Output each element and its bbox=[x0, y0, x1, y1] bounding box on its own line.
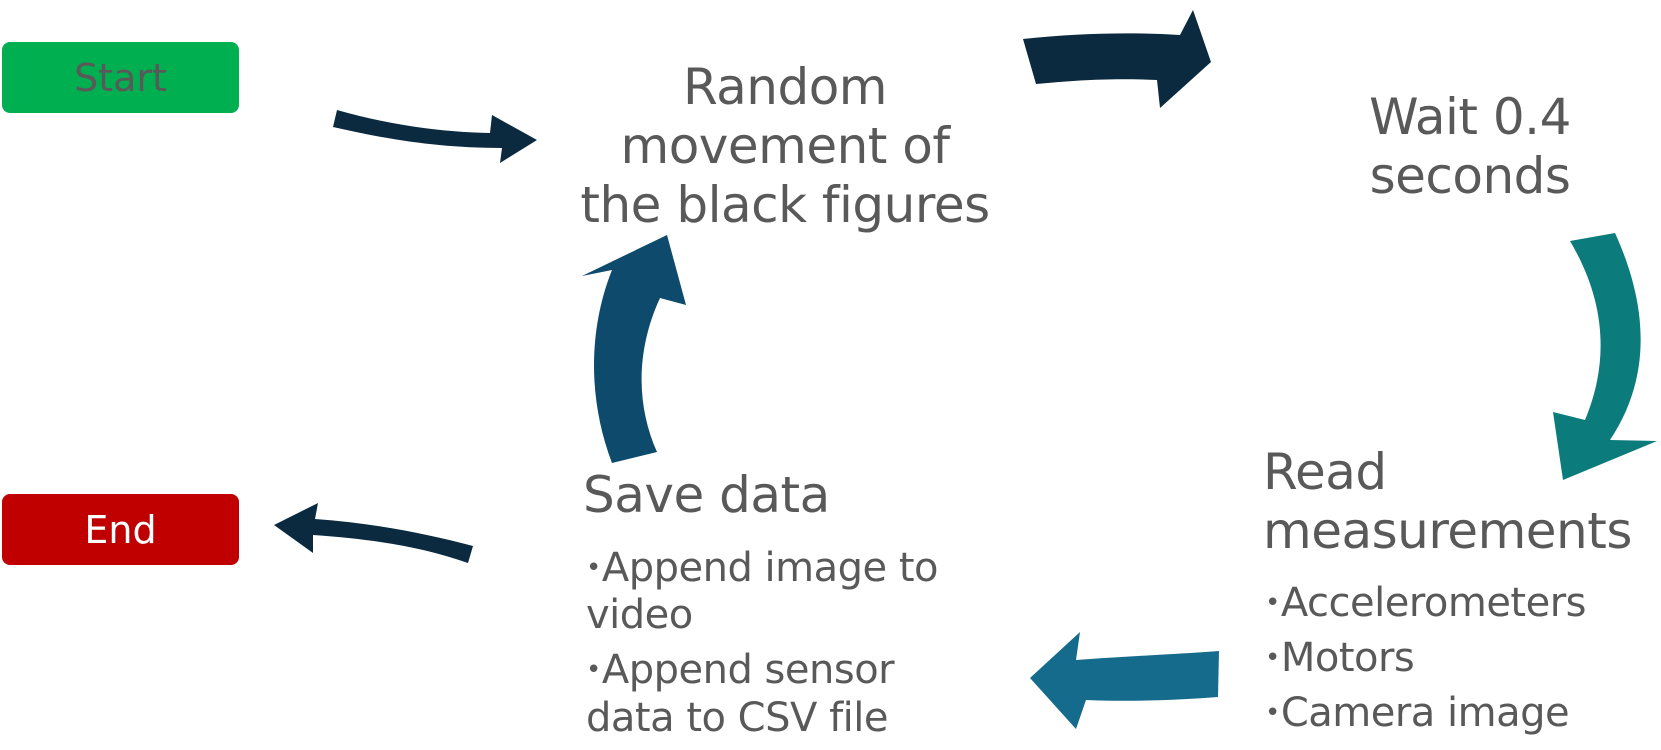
step-title: Save data bbox=[583, 466, 830, 524]
bullet-mark: • bbox=[1265, 643, 1280, 674]
bullet-mark: • bbox=[1265, 588, 1280, 618]
end-label: End bbox=[84, 507, 157, 552]
arrow-read-to-save bbox=[1030, 632, 1219, 729]
wait-step: Wait 0.4 seconds bbox=[1350, 88, 1590, 206]
start-label: Start bbox=[74, 55, 167, 100]
arrow-wait-to-read bbox=[1553, 233, 1657, 480]
bullet-mark: • bbox=[586, 655, 601, 686]
bullet-mark: • bbox=[586, 553, 601, 583]
bullet-item: •Camera image bbox=[1265, 690, 1586, 737]
step-line: the black figures bbox=[580, 176, 990, 234]
save-data-bullets: •Append image to video •Append sensor da… bbox=[586, 545, 966, 750]
arrow-random-to-wait bbox=[1023, 10, 1211, 108]
step-line: seconds bbox=[1369, 147, 1571, 205]
end-node: End bbox=[2, 494, 239, 565]
step-line: Read bbox=[1263, 443, 1387, 501]
bullet-mark: • bbox=[1265, 698, 1280, 729]
read-measurements-step: Read measurements bbox=[1263, 443, 1632, 561]
step-line: Wait 0.4 bbox=[1369, 88, 1571, 146]
save-data-step: Save data bbox=[583, 466, 830, 525]
bullet-item: •Accelerometers bbox=[1265, 580, 1587, 627]
arrow-save-to-random bbox=[582, 235, 686, 463]
bullet-item: •Motors bbox=[1265, 635, 1586, 682]
bullet-item: •Append image to video bbox=[586, 545, 966, 639]
read-measurements-bullets: •Accelerometers •Motors •Camera image bbox=[1265, 580, 1587, 746]
arrow-save-to-end bbox=[274, 503, 473, 563]
bullet-item: •Append sensor data to CSV file bbox=[586, 647, 966, 741]
step-line: movement of bbox=[620, 117, 951, 175]
bullet-text: Append image to video bbox=[586, 545, 939, 639]
bullet-text: Motors bbox=[1280, 635, 1415, 682]
step-line: Random bbox=[682, 58, 888, 116]
random-movement-step: Random movement of the black figures bbox=[560, 58, 1010, 235]
start-node: Start bbox=[2, 42, 239, 113]
bullet-text: Append sensor data to CSV file bbox=[586, 647, 895, 741]
bullet-text: Accelerometers bbox=[1280, 580, 1587, 626]
step-line: measurements bbox=[1263, 502, 1632, 560]
arrow-start-to-random bbox=[333, 110, 537, 163]
bullet-text: Camera image bbox=[1280, 690, 1570, 737]
